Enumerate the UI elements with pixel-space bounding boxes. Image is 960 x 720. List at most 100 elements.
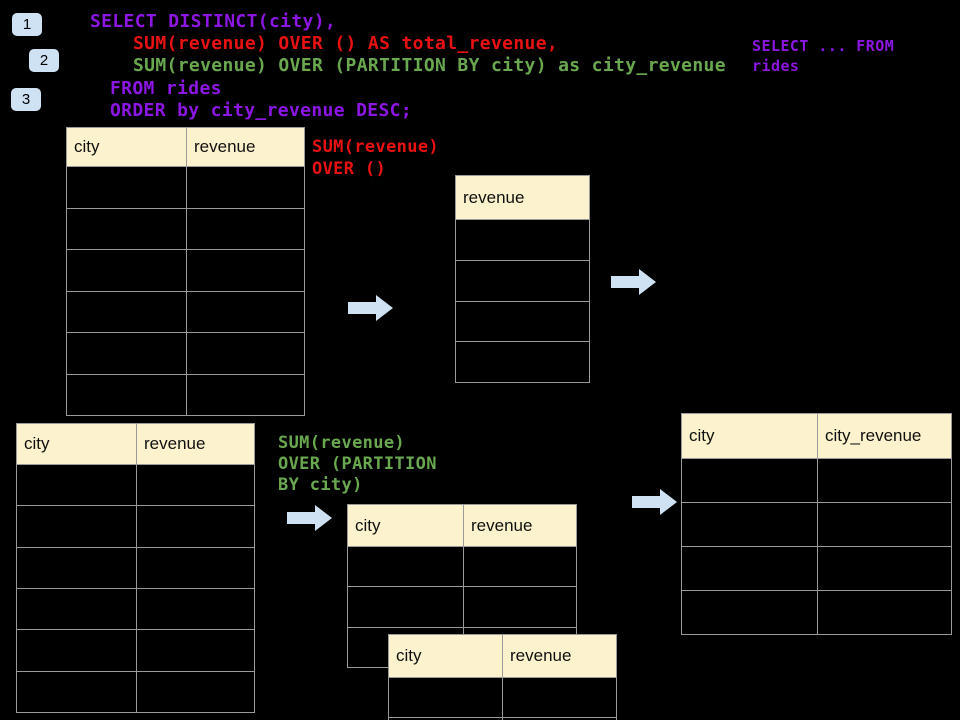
table-cell-empty [137, 506, 254, 546]
column-header-revenue: revenue [144, 434, 206, 453]
table-row [456, 300, 589, 342]
sql-line-city-revenue: SUM(revenue) OVER (PARTITION BY city) as… [133, 55, 726, 76]
table-row [17, 464, 254, 506]
table-cell-empty [187, 167, 304, 208]
table-body [67, 166, 304, 415]
table-row [682, 546, 951, 590]
annotation-partition-line-3: BY city) [278, 475, 363, 495]
table-cell-empty [67, 250, 187, 291]
table-cell-empty [682, 459, 818, 502]
table-cell-empty [389, 678, 503, 717]
table-row [67, 332, 304, 374]
table-cell-empty [456, 342, 589, 382]
table-row [456, 219, 589, 260]
table-row [17, 505, 254, 547]
table-header-row: city revenue [17, 424, 254, 464]
table-header-row: city revenue [389, 635, 616, 677]
table-row [456, 341, 589, 382]
table-row [348, 586, 576, 627]
table-cell-empty [818, 503, 951, 546]
sql-line-select: SELECT DISTINCT(city), [90, 11, 337, 32]
column-header-city: city [682, 414, 818, 458]
table-cell-empty [503, 678, 616, 717]
table-row [67, 373, 304, 416]
table-cell-empty [137, 465, 254, 505]
column-header-city: city [348, 505, 464, 546]
column-header-city: city [389, 635, 503, 677]
table-cell-empty [464, 547, 576, 586]
flow-arrow-right-icon [632, 489, 677, 515]
table-cell-empty [456, 302, 589, 342]
table-header-row: city city_revenue [682, 414, 951, 458]
sql-line-order-by: ORDER by city_revenue DESC; [110, 100, 413, 121]
table-cell-empty [17, 465, 137, 506]
annotation-partition-line-1: SUM(revenue) [278, 433, 406, 453]
table-row [456, 259, 589, 301]
table-cell-empty [67, 333, 187, 374]
table-source-bottom: city revenue [16, 423, 255, 713]
table-row [67, 207, 304, 250]
step-badge-1: 1 [12, 13, 42, 36]
table-cell-empty [348, 547, 464, 587]
table-cell-empty [137, 672, 254, 712]
table-cell-empty [137, 589, 254, 629]
column-header-revenue: revenue [194, 137, 256, 156]
table-header-row: revenue [456, 176, 589, 219]
table-row [67, 166, 304, 208]
table-cell-empty [17, 671, 137, 712]
table-cell-empty [818, 591, 951, 634]
step-badge-2: 2 [29, 49, 59, 72]
table-cell-empty [67, 374, 187, 415]
table-cell-empty [187, 375, 304, 416]
table-source-top: city revenue [66, 127, 305, 416]
table-cell-empty [389, 718, 503, 720]
table-cell-empty [818, 547, 951, 590]
annotation-sum-over-total: SUM(revenue)OVER () [312, 136, 439, 180]
table-cell-empty [67, 208, 187, 249]
column-header-city-revenue: city_revenue [825, 426, 922, 445]
table-cell-empty [17, 588, 137, 630]
table-row [67, 290, 304, 333]
table-body [456, 219, 589, 382]
table-body [389, 677, 616, 720]
table-cell-empty [67, 291, 187, 332]
table-cell-empty [682, 591, 818, 634]
table-cell-empty [187, 250, 304, 291]
sql-line-total-revenue: SUM(revenue) OVER () AS total_revenue, [133, 33, 559, 54]
flow-arrow-right-icon [611, 269, 656, 295]
table-row [682, 458, 951, 502]
annotation-total-line-2: OVER () [312, 159, 387, 179]
step-badge-3: 3 [11, 88, 41, 111]
table-header-row: city revenue [67, 128, 304, 166]
table-row [67, 249, 304, 291]
sql-line-from: FROM rides [110, 78, 222, 99]
table-cell-empty [187, 292, 304, 333]
table-cell-empty [137, 548, 254, 588]
annotation-total-line-1: SUM(revenue) [312, 137, 440, 157]
column-header-revenue: revenue [463, 187, 525, 207]
table-header-row: city revenue [348, 505, 576, 546]
table-cell-empty [67, 167, 187, 208]
table-cell-empty [187, 209, 304, 250]
table-row [17, 629, 254, 671]
table-row [389, 717, 616, 720]
table-partition-overlay: city revenue [388, 634, 617, 720]
table-final-result: city city_revenue [681, 413, 952, 635]
table-cell-empty [456, 220, 589, 260]
column-header-revenue: revenue [510, 646, 572, 665]
annotation-partition-line-2: OVER (PARTITION [278, 454, 437, 474]
table-body [682, 458, 951, 634]
table-row [17, 546, 254, 588]
column-header-revenue: revenue [471, 515, 533, 535]
table-row [348, 546, 576, 587]
table-cell-empty [818, 459, 951, 502]
table-partition-step: city revenue [347, 504, 577, 668]
table-cell-empty [348, 587, 464, 627]
table-cell-empty [17, 630, 137, 671]
table-total-revenue-result: revenue [455, 175, 590, 383]
column-header-city: city [67, 128, 187, 166]
table-row [682, 502, 951, 546]
side-note-line-2: rides [752, 57, 800, 75]
